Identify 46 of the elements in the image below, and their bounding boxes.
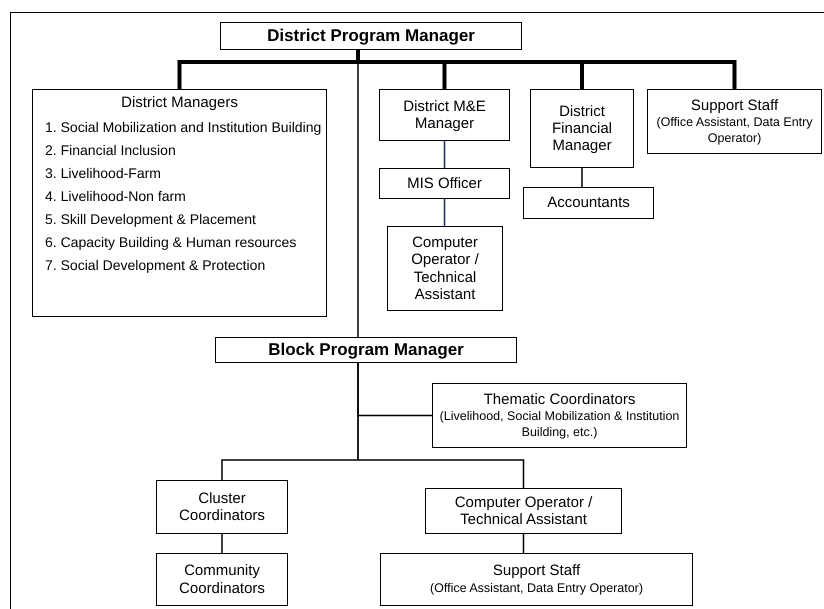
node-title: Computer Operator / Technical Assistant (454, 494, 594, 528)
node-title: Support Staff (492, 562, 580, 582)
connector-line (357, 363, 524, 488)
connector-line (581, 168, 583, 187)
node-title: District M&E Manager (402, 98, 487, 132)
connector-line (444, 141, 446, 168)
node-subtitle: (Office Assistant, Data Entry Operator) (430, 581, 644, 597)
node-title: Cluster Coordinators (178, 490, 266, 524)
connector-line (356, 50, 736, 89)
role-box (425, 488, 622, 534)
role-box (379, 89, 510, 141)
role-box (379, 168, 510, 199)
connector-line (221, 534, 223, 553)
node-title: MIS Officer (407, 174, 482, 192)
manager-box (215, 337, 517, 363)
role-box (156, 553, 288, 606)
manager-box (220, 22, 522, 50)
connector-line (444, 199, 446, 226)
list-item: 1. Social Mobilization and Institution Building (44, 118, 322, 137)
role-box (523, 187, 654, 219)
node-title: District Financial Manager (550, 102, 614, 154)
node-title: District Program Manager (267, 25, 475, 47)
node-title: Accountants (547, 194, 630, 212)
role-box (647, 89, 822, 154)
role-box (387, 226, 503, 311)
role-box (432, 383, 687, 448)
list-item: 5. Skill Development & Placement (44, 210, 257, 229)
list-item: 2. Financial Inclusion (44, 140, 177, 160)
managers-list-box (32, 89, 327, 317)
role-box (156, 480, 288, 534)
node-subtitle: (Livelihood, Social Mobilization & Institution Building, etc.) (438, 409, 680, 440)
connector-line (522, 534, 524, 553)
node-title: Community Coordinators (178, 562, 266, 597)
node-title: District Managers (121, 94, 238, 113)
node-title: Block Program Manager (268, 339, 464, 361)
node-title: Thematic Coordinators (484, 390, 636, 410)
list-item: 7. Social Development & Protection (44, 256, 266, 275)
role-box (380, 553, 693, 606)
node-subtitle: (Office Assistant, Data Entry Operator) (655, 115, 814, 146)
connector-line (357, 50, 359, 337)
node-title: Support Staff (690, 96, 778, 116)
list-item: 4. Livelihood-Non farm (44, 186, 187, 206)
list-item: 6. Capacity Building & Human resources (44, 232, 298, 252)
list-item: 3. Livelihood-Farm (44, 164, 162, 183)
role-box (530, 89, 634, 168)
node-title: Computer Operator / Technical Assistant (410, 234, 480, 303)
